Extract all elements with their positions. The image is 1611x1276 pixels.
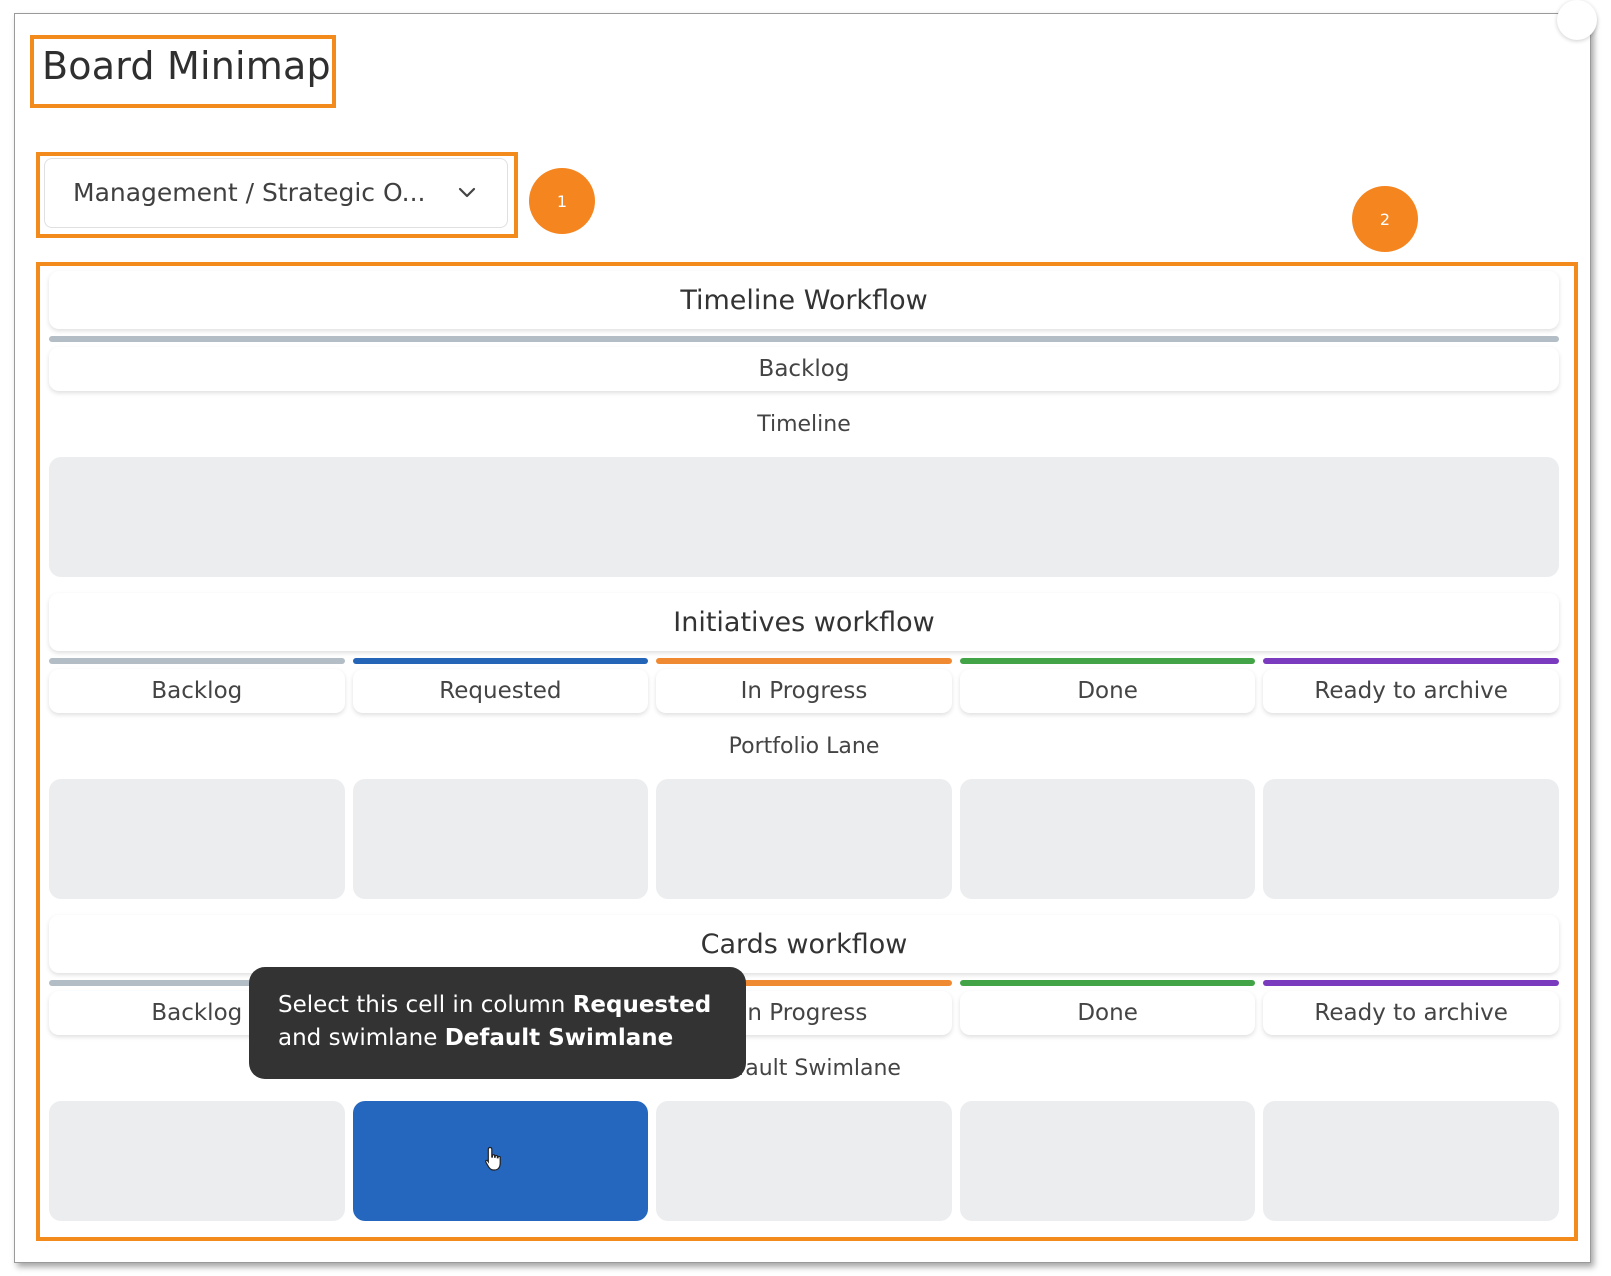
swimlane-label: Portfolio Lane bbox=[728, 734, 880, 759]
highlight-board-selector bbox=[36, 152, 518, 238]
column-color-bar-done bbox=[959, 980, 1256, 986]
board-selector-value: Management / Strategic O... bbox=[73, 178, 426, 207]
column-color-bar-requested bbox=[352, 658, 649, 664]
column-header-done: Done bbox=[959, 991, 1256, 1035]
column-color-bar-backlog bbox=[49, 980, 345, 986]
column-color-bar-in-progress bbox=[656, 980, 952, 986]
column-color-bar-done bbox=[959, 658, 1256, 664]
column-header-done: Done bbox=[959, 669, 1256, 713]
highlight-minimap bbox=[36, 262, 1578, 1241]
column-color-bar-ready-to-archive bbox=[1263, 658, 1559, 664]
swimlane-label: Timeline bbox=[757, 412, 851, 437]
annotation-marker-1: 1 bbox=[529, 168, 595, 234]
column-header-requested: Requested bbox=[352, 669, 649, 713]
tooltip-middle: and swimlane bbox=[278, 1025, 445, 1051]
highlight-title bbox=[30, 35, 336, 108]
cell-tooltip: Select this cell in column Requested and… bbox=[249, 967, 746, 1079]
minimap-cell[interactable] bbox=[656, 779, 952, 899]
column-header-backlog: Backlog bbox=[49, 669, 345, 713]
workflow-header-timeline-workflow: Timeline Workflow bbox=[49, 271, 1559, 329]
column-color-bar-in-progress bbox=[656, 658, 952, 664]
hand-pointer-icon bbox=[485, 1146, 501, 1171]
minimap-cell[interactable] bbox=[959, 1101, 1256, 1221]
minimap-cell[interactable] bbox=[49, 457, 1559, 577]
column-color-bar-ready-to-archive bbox=[1263, 980, 1559, 986]
chevron-down-icon bbox=[458, 187, 476, 198]
column-color-bar-backlog bbox=[49, 658, 345, 664]
minimap-cell[interactable] bbox=[1263, 1101, 1559, 1221]
column-header-in-progress: In Progress bbox=[656, 669, 952, 713]
tooltip-column: Requested bbox=[572, 992, 712, 1018]
minimap-cell[interactable] bbox=[959, 779, 1256, 899]
tooltip-swimlane: Default Swimlane bbox=[444, 1025, 674, 1051]
column-header-backlog: Backlog bbox=[49, 347, 1559, 391]
minimap-cell[interactable] bbox=[1263, 779, 1559, 899]
workflow-header-cards-workflow: Cards workflow bbox=[49, 915, 1559, 973]
column-color-bar-backlog bbox=[49, 336, 1559, 342]
dialog-title: Board Minimap bbox=[42, 44, 331, 88]
column-header-ready-to-archive: Ready to archive bbox=[1263, 669, 1559, 713]
minimap-cell[interactable] bbox=[656, 1101, 952, 1221]
minimap-cell[interactable] bbox=[49, 1101, 345, 1221]
annotation-marker-2: 2 bbox=[1352, 186, 1418, 252]
close-button[interactable] bbox=[1557, 0, 1597, 40]
column-header-ready-to-archive: Ready to archive bbox=[1263, 991, 1559, 1035]
tooltip-prefix: Select this cell in column bbox=[278, 992, 573, 1018]
minimap-cell[interactable] bbox=[352, 779, 649, 899]
workflow-header-initiatives-workflow: Initiatives workflow bbox=[49, 593, 1559, 651]
minimap-cell[interactable] bbox=[49, 779, 345, 899]
board-selector-dropdown[interactable]: Management / Strategic O... bbox=[44, 158, 508, 228]
